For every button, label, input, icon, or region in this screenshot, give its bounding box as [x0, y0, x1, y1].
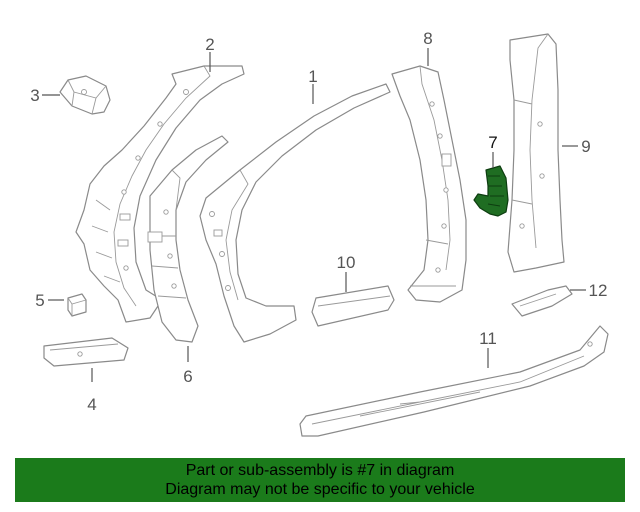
- part-7-highlighted-bracket: [473, 165, 509, 217]
- part-12-bracket: [511, 285, 573, 317]
- part-6-hinge-pillar: [147, 135, 229, 343]
- part-9-pillar-reinforcement: [507, 33, 565, 273]
- callout-3: 3: [30, 86, 39, 105]
- part-10-plate: [311, 285, 395, 327]
- part-4-plate: [43, 337, 129, 367]
- info-banner: Part or sub-assembly is #7 in diagram Di…: [15, 458, 625, 502]
- part-11-rocker-panel: [299, 325, 609, 437]
- part-8-center-pillar: [391, 65, 467, 303]
- parts-diagram: 1 2 3 4 5 6 7 8 9 10 11 12: [30, 29, 609, 437]
- callout-6: 6: [183, 367, 192, 386]
- callout-5: 5: [35, 291, 44, 310]
- part-1-outer-pillar: [199, 83, 391, 343]
- part-5-block: [67, 293, 87, 317]
- callout-2: 2: [205, 35, 214, 54]
- leader-lines: [42, 48, 586, 382]
- callout-8: 8: [423, 29, 432, 48]
- callout-12: 12: [589, 281, 608, 300]
- callout-10: 10: [337, 253, 356, 272]
- part-3-bracket: [59, 75, 111, 115]
- part-2-front-pillar: [75, 65, 245, 323]
- callout-4: 4: [87, 395, 96, 414]
- callout-9: 9: [581, 137, 590, 156]
- callout-7: 7: [488, 133, 497, 152]
- callout-1: 1: [308, 67, 317, 86]
- callout-11: 11: [479, 329, 497, 348]
- banner-line-2: Diagram may not be specific to your vehi…: [165, 481, 475, 498]
- banner-line-1: Part or sub-assembly is #7 in diagram: [185, 462, 455, 479]
